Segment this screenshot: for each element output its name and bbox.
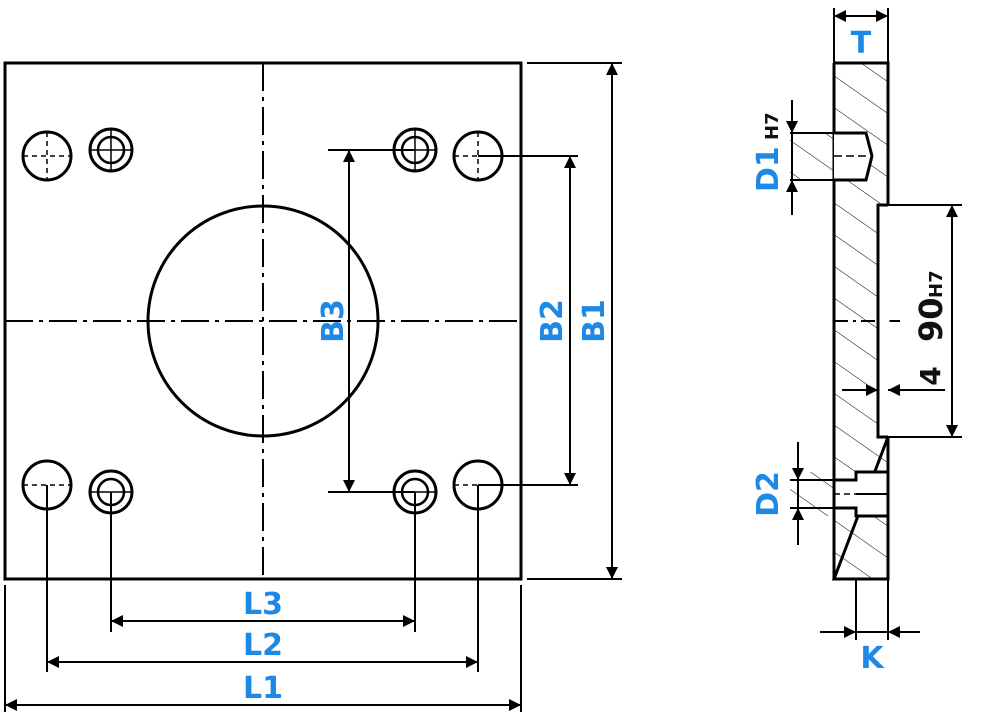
label-d2: D2 [751,471,786,517]
label-d1-tolerance: H7 [762,112,783,140]
extension-lines-horizontal-dims [4,485,522,712]
label-t: T [851,26,872,61]
label-k: K [860,641,885,676]
label-l1: L1 [243,671,283,706]
center-bore [146,204,380,438]
label-l3: L3 [243,587,283,622]
label-b3: B3 [316,299,351,343]
label-bore: 90 [912,297,950,342]
label-bore-tolerance: H7 [926,270,947,298]
side-view: T K D1 H7 D2 90 H7 4 [751,8,962,676]
label-l2: L2 [243,628,283,663]
label-b2: B2 [535,299,570,343]
label-d1: D1 [751,146,786,192]
counterbore-hole-top-left [88,127,134,173]
front-view: L3 L2 L1 B3 B2 B1 [3,61,622,712]
mounting-hole-top-left [21,130,73,182]
extension-lines-vertical-dims [328,62,622,580]
label-depth: 4 [914,366,947,385]
label-b1: B1 [577,299,612,343]
